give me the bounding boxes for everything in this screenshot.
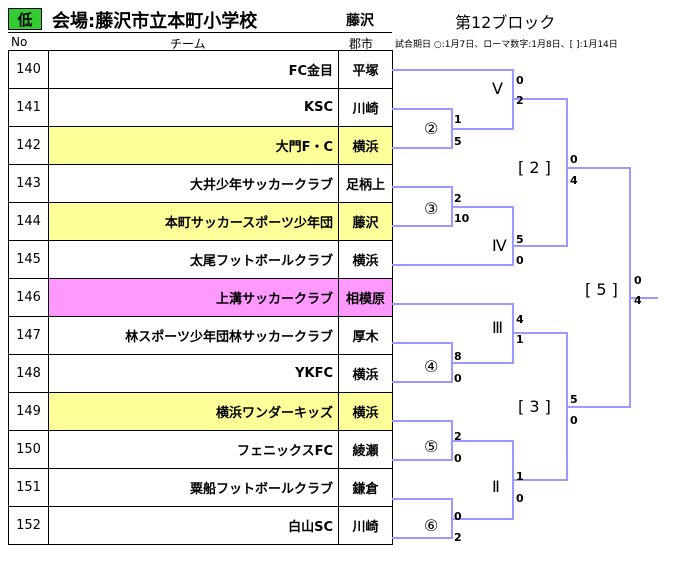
team-name: 上溝サッカークラブ: [48, 278, 339, 317]
score-m3-bottom: 10: [454, 212, 470, 225]
score-q3-top: 5: [570, 393, 578, 406]
team-city: 平塚: [338, 50, 393, 89]
venue-title: 会場:藤沢市立本町小学校: [52, 11, 258, 32]
column-header-no: No: [11, 35, 28, 49]
score-m6-top: 0: [454, 510, 462, 523]
team-city: 横浜: [338, 392, 393, 431]
score-rIV-bottom: 0: [516, 254, 524, 267]
header-rule: [8, 32, 392, 33]
team-name: 大門F・C: [48, 126, 339, 165]
team-name: 粟船フットボールクラブ: [48, 468, 339, 507]
team-number: 143: [8, 164, 49, 203]
team-number: 145: [8, 240, 49, 279]
team-city: 横浜: [338, 240, 393, 279]
team-number: 147: [8, 316, 49, 355]
bracket-m6: [392, 498, 453, 539]
score-m4-top: 8: [454, 350, 462, 363]
score-m2-bottom: 5: [454, 135, 462, 148]
team-city: 足柄上: [338, 164, 393, 203]
round-label-q5: [ 5 ]: [585, 280, 618, 299]
score-rIII-bottom: 1: [516, 333, 524, 346]
score-rV-top: 0: [516, 74, 524, 87]
match-label-2: ②: [424, 119, 439, 138]
schedule-legend: 試合期日 ○:1月7日、ローマ数字:1月8日、[ ]:1月14日: [395, 40, 618, 50]
column-header-team: チーム: [170, 37, 206, 51]
round-label-q3: [ 3 ]: [518, 397, 551, 416]
score-m2-top: 1: [454, 113, 462, 126]
grade-badge: 低: [8, 8, 42, 30]
score-q5-bottom: 4: [634, 294, 642, 307]
team-city: 川崎: [338, 506, 393, 545]
team-city: 相模原: [338, 278, 393, 317]
host-city: 藤沢: [346, 13, 374, 29]
team-number: 151: [8, 468, 49, 507]
team-city: 藤沢: [338, 202, 393, 241]
team-city: 川崎: [338, 88, 393, 127]
round-label-V: Ⅴ: [492, 79, 503, 98]
round-label-IV: Ⅳ: [492, 236, 507, 255]
team-name: FC金目: [48, 50, 339, 89]
score-m6-bottom: 2: [454, 531, 462, 544]
match-label-5: ⑤: [424, 437, 439, 456]
team-number: 141: [8, 88, 49, 127]
score-q2-top: 0: [570, 153, 578, 166]
score-rII-top: 1: [516, 470, 524, 483]
bracket-m3: [392, 186, 453, 227]
team-name: 太尾フットボールクラブ: [48, 240, 339, 279]
score-m5-bottom: 0: [454, 452, 462, 465]
team-city: 綾瀬: [338, 430, 393, 469]
score-m3-top: 2: [454, 192, 462, 205]
team-name: 白山SC: [48, 506, 339, 545]
team-number: 150: [8, 430, 49, 469]
bracket-m2: [392, 108, 453, 149]
round-label-III: Ⅲ: [492, 318, 504, 337]
team-name: KSC: [48, 88, 339, 127]
score-m4-bottom: 0: [454, 372, 462, 385]
block-title: 第12ブロック: [455, 13, 556, 32]
match-label-3: ③: [424, 199, 439, 218]
team-city: 鎌倉: [338, 468, 393, 507]
match-label-4: ④: [424, 357, 439, 376]
bracket-m5: [392, 420, 453, 461]
team-city: 厚木: [338, 316, 393, 355]
bracket-rIV: [392, 206, 514, 266]
round-label-q2: [ 2 ]: [518, 158, 551, 177]
score-m5-top: 2: [454, 430, 462, 443]
column-header-city: 郡市: [349, 37, 374, 51]
team-number: 140: [8, 50, 49, 89]
team-name: 大井少年サッカークラブ: [48, 164, 339, 203]
score-rIV-top: 5: [516, 233, 524, 246]
bracket-q5: [567, 167, 631, 408]
team-number: 144: [8, 202, 49, 241]
score-q3-bottom: 0: [570, 414, 578, 427]
score-rIII-top: 4: [516, 313, 524, 326]
score-q2-bottom: 4: [570, 174, 578, 187]
team-name: 林スポーツ少年団林サッカークラブ: [48, 316, 339, 355]
round-label-II: Ⅱ: [492, 477, 500, 496]
score-rV-bottom: 2: [516, 94, 524, 107]
match-label-6: ⑥: [424, 516, 439, 535]
score-q5-top: 0: [634, 274, 642, 287]
team-number: 142: [8, 126, 49, 165]
bracket-q2: [513, 98, 568, 247]
bracket-m4: [392, 342, 453, 383]
team-number: 146: [8, 278, 49, 317]
score-rII-bottom: 0: [516, 492, 524, 505]
